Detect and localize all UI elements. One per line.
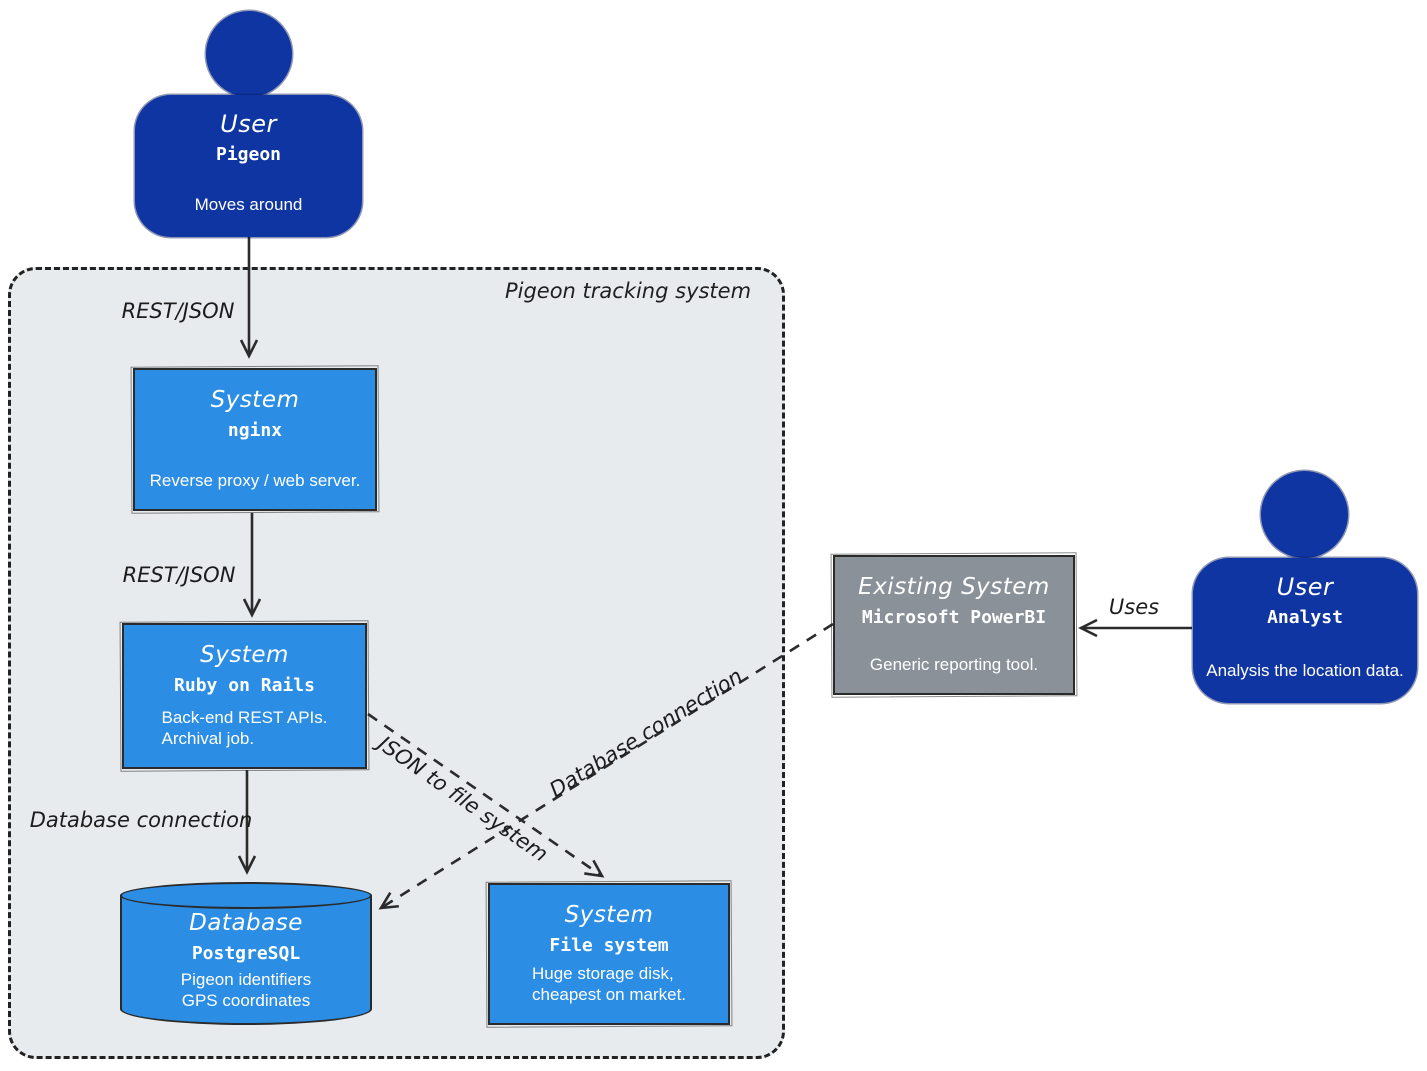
node-description: Analysis the location data. — [1206, 660, 1404, 680]
node-description: Reverse proxy / web server. — [149, 470, 361, 490]
node-name: File system — [549, 934, 669, 956]
edge-label-database-connection-solid: Database connection — [29, 808, 253, 832]
edge-label-rest-json-1: REST/JSON — [121, 299, 235, 323]
node-system-ruby-on-rails: System Ruby on Rails Back-end REST APIs.… — [122, 623, 367, 769]
node-type-label: System — [200, 642, 289, 668]
node-existing-system-powerbi: Existing System Microsoft PowerBI Generi… — [833, 555, 1075, 695]
node-user-pigeon: User Pigeon Moves around — [135, 95, 362, 237]
node-user-analyst: User Analyst Analysis the location data. — [1193, 558, 1417, 703]
system-boundary-label: Pigeon tracking system — [504, 279, 752, 303]
edge-label-uses: Uses — [1108, 595, 1160, 619]
node-name: PostgreSQL — [191, 942, 301, 964]
edge-label-rest-json-2: REST/JSON — [122, 563, 236, 587]
node-description: Generic reporting tool. — [869, 654, 1039, 674]
node-name: Ruby on Rails — [174, 674, 315, 696]
node-type-label: Database — [189, 910, 303, 936]
person-head-pigeon — [206, 11, 292, 97]
node-type-label: User — [220, 110, 277, 138]
node-name: Analyst — [1267, 607, 1343, 628]
node-name: nginx — [227, 419, 283, 441]
node-database-postgresql: Database PostgreSQL Pigeon identifiers G… — [120, 882, 372, 1025]
node-description: Back-end REST APIs. Archival job. — [161, 707, 328, 748]
cylinder-top-ellipse — [120, 882, 372, 909]
node-system-nginx: System nginx Reverse proxy / web server. — [133, 368, 377, 511]
node-type-label: System — [210, 387, 300, 413]
person-head-analyst — [1261, 471, 1348, 558]
node-type-label: Existing System — [858, 574, 1050, 600]
node-name: Pigeon — [215, 144, 282, 165]
node-description: Pigeon identifiers GPS coordinates — [180, 969, 312, 1010]
node-system-file-system: System File system Huge storage disk, ch… — [488, 883, 730, 1025]
node-type-label: User — [1276, 573, 1334, 601]
node-description: Huge storage disk, cheapest on market. — [531, 963, 687, 1004]
node-description: Moves around — [194, 194, 303, 214]
node-name: Microsoft PowerBI — [861, 606, 1047, 628]
node-type-label: System — [564, 902, 654, 928]
